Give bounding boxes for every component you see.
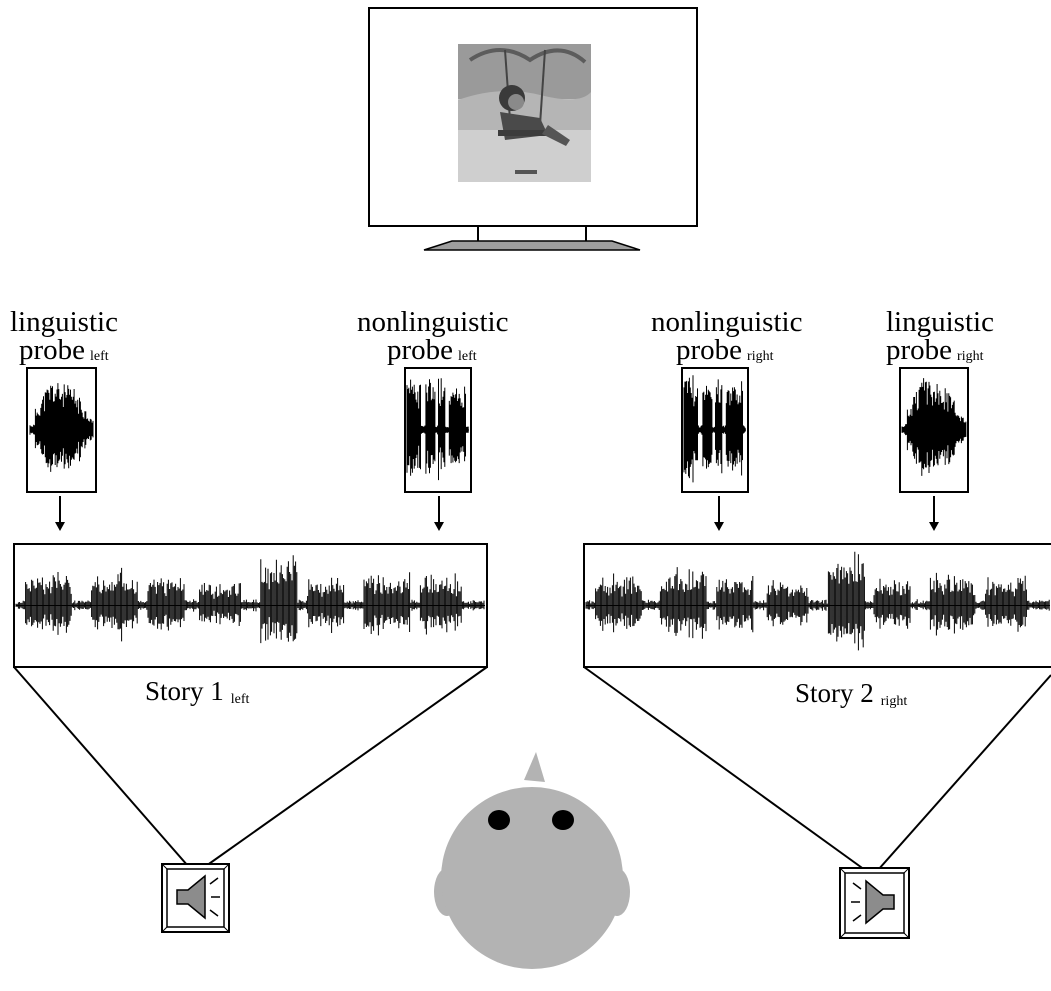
story-waveform [15,555,485,644]
monitor-base [423,240,641,251]
projection-lines-right [583,666,1051,871]
probe-label-line2: probe [387,334,453,366]
probe-label-line1: linguistic [10,306,118,338]
eye-right [552,810,574,830]
storybook-picture [458,44,591,182]
probe-box-nonlinguistic-right [681,367,749,493]
projection-lines-left [13,666,488,867]
probe-label-line2: probe [676,334,742,366]
probe-subscript: right [957,349,984,364]
story-subscript: left [231,692,250,707]
probe-box-linguistic-left [26,367,97,493]
probe-label-line1: nonlinguistic [357,306,508,338]
monitor-icon [368,7,698,251]
probe-label-line2: probe [19,334,85,366]
probe-waveform [406,378,469,481]
probe-waveform [683,375,746,483]
probe-subscript: left [90,349,109,364]
probe-subscript: right [747,349,774,364]
arrow-down [55,496,65,531]
arrow-down [714,496,724,531]
probe-label-nonlinguistic-right: nonlinguistic probe right [651,306,802,366]
probe-subscript: left [458,349,477,364]
story-box-left [13,543,488,668]
story-waveform [585,551,1050,651]
probe-box-nonlinguistic-left [404,367,472,493]
probe-box-linguistic-right [899,367,969,493]
probe-label-linguistic-right: linguistic probe right [886,306,994,366]
probe-label-line1: linguistic [886,306,994,338]
probe-waveform [901,378,967,476]
probe-waveform [29,383,94,472]
probe-label-line1: nonlinguistic [651,306,802,338]
probe-label-nonlinguistic-left: nonlinguistic probe left [357,306,508,366]
story-box-right [583,543,1051,668]
infant-head-icon [434,752,630,969]
arrow-down [929,496,939,531]
probe-label-line2: probe [886,334,952,366]
story-subscript: right [881,694,908,709]
speaker-icon [161,863,230,933]
arrow-down [434,496,444,531]
speaker-icon [839,867,910,939]
eye-left [488,810,510,830]
head [441,787,623,969]
probe-label-linguistic-left: linguistic probe left [10,306,118,366]
hair-tuft [524,752,545,782]
